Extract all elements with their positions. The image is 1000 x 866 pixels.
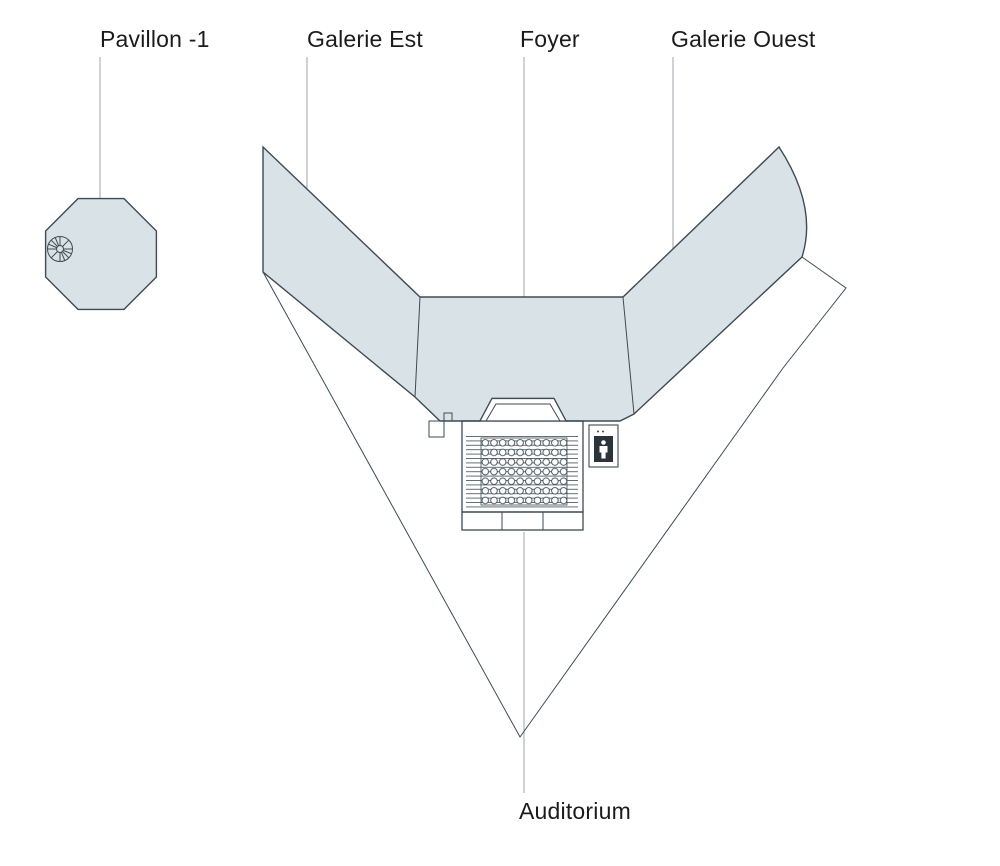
label-foyer: Foyer (520, 26, 580, 52)
seat-rows (480, 437, 568, 506)
auditorium-block (428, 397, 584, 531)
gallery-band (262, 145, 808, 422)
restroom-icon (588, 424, 619, 468)
octagon-pavilion (44, 197, 158, 311)
stage-trapezoid-inner (485, 403, 561, 422)
label-auditorium: Auditorium (519, 798, 631, 824)
gallery-junction-left (414, 296, 421, 398)
annex-box-left (428, 420, 445, 438)
label-galerie-ouest: Galerie Ouest (671, 26, 816, 52)
label-pavillon: Pavillon -1 (100, 26, 210, 52)
label-galerie-est: Galerie Est (307, 26, 423, 52)
spiral-staircase-icon (47, 236, 73, 262)
auditorium-bottom-strip (461, 511, 584, 531)
annex-notch (443, 412, 453, 421)
site-outline (262, 256, 847, 738)
gallery-junction-right (622, 296, 635, 415)
